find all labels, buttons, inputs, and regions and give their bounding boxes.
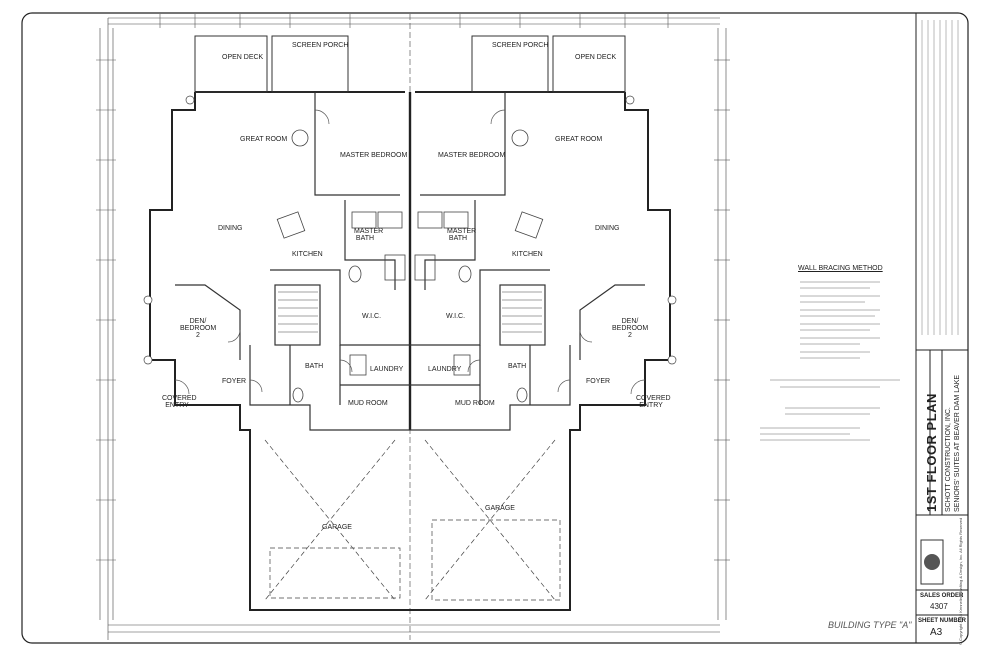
project-name-line2: SENIORS' SUITES AT BEAVER DAM LAKE [954, 374, 961, 512]
room-label-covered-entry-right: COVERED ENTRY [636, 395, 671, 409]
room-label-dining-left: DINING [218, 225, 243, 232]
room-label-laundry-left: LAUNDRY [370, 366, 404, 373]
room-label-wic-right: W.I.C. [446, 313, 466, 320]
room-label-garage-left: GARAGE [322, 524, 352, 531]
room-label-garage-right: GARAGE [485, 505, 515, 512]
copyright-text: © Copyright 2015 Kenneling Drafting & De… [958, 517, 963, 645]
title-block-frame [915, 13, 968, 643]
sheet-number-value: A3 [930, 627, 943, 638]
wall-bracing-notes [760, 281, 900, 441]
room-label-screen-porch-right: SCREEN PORCH [492, 42, 549, 49]
room-label-master-bedroom-right: MASTER BEDROOM [438, 152, 506, 159]
room-label-master-bath-right: MASTER BATH [447, 228, 477, 242]
room-label-bath-left: BATH [305, 363, 324, 370]
grid-markers [143, 95, 677, 365]
room-label-screen-porch-left: SCREEN PORCH [292, 42, 349, 49]
room-label-master-bath-left: MASTER BATH [354, 228, 384, 242]
room-label-mud-room-right: MUD ROOM [455, 400, 495, 407]
sales-order-value: 4307 [930, 602, 948, 611]
room-label-den-bedroom-2-left: DEN/ BEDROOM 2 [180, 318, 217, 339]
room-label-covered-entry-left: COVERED ENTRY [162, 395, 197, 409]
room-label-den-bedroom-2-right: DEN/ BEDROOM 2 [612, 318, 649, 339]
interior-walls [175, 92, 645, 431]
room-label-great-room-left: GREAT ROOM [240, 136, 288, 143]
sheet-border [21, 12, 969, 644]
sheet-number-label: SHEET NUMBER [918, 618, 967, 624]
doors [174, 109, 646, 395]
room-label-great-room-right: GREAT ROOM [555, 136, 603, 143]
sales-order-label: SALES ORDER [920, 593, 964, 599]
room-label-foyer-right: FOYER [586, 378, 611, 385]
room-label-foyer-left: FOYER [222, 378, 247, 385]
room-label-open-deck-left: OPEN DECK [222, 54, 264, 61]
building-type-label: BUILDING TYPE "A" [828, 620, 912, 630]
room-label-master-bedroom-left: MASTER BEDROOM [340, 152, 408, 159]
title-block-notes [921, 20, 959, 335]
room-label-wic-left: W.I.C. [362, 313, 382, 320]
wall-bracing-title: WALL BRACING METHOD [798, 265, 883, 272]
company-logo [920, 539, 944, 585]
sheet-title: 1ST FLOOR PLAN [924, 393, 939, 512]
room-label-laundry-right: LAUNDRY [428, 366, 462, 373]
project-name-line1: SCHOTT CONSTRUCTION, INC. [945, 407, 952, 512]
decks [194, 35, 626, 93]
room-label-kitchen-right: KITCHEN [512, 251, 543, 258]
room-label-mud-room-left: MUD ROOM [348, 400, 388, 407]
room-label-dining-right: DINING [595, 225, 620, 232]
stairs [278, 291, 542, 333]
room-label-open-deck-right: OPEN DECK [575, 54, 617, 61]
room-label-kitchen-left: KITCHEN [292, 251, 323, 258]
fixtures [276, 129, 544, 403]
garage-outlines [264, 439, 561, 601]
room-label-bath-right: BATH [508, 363, 527, 370]
